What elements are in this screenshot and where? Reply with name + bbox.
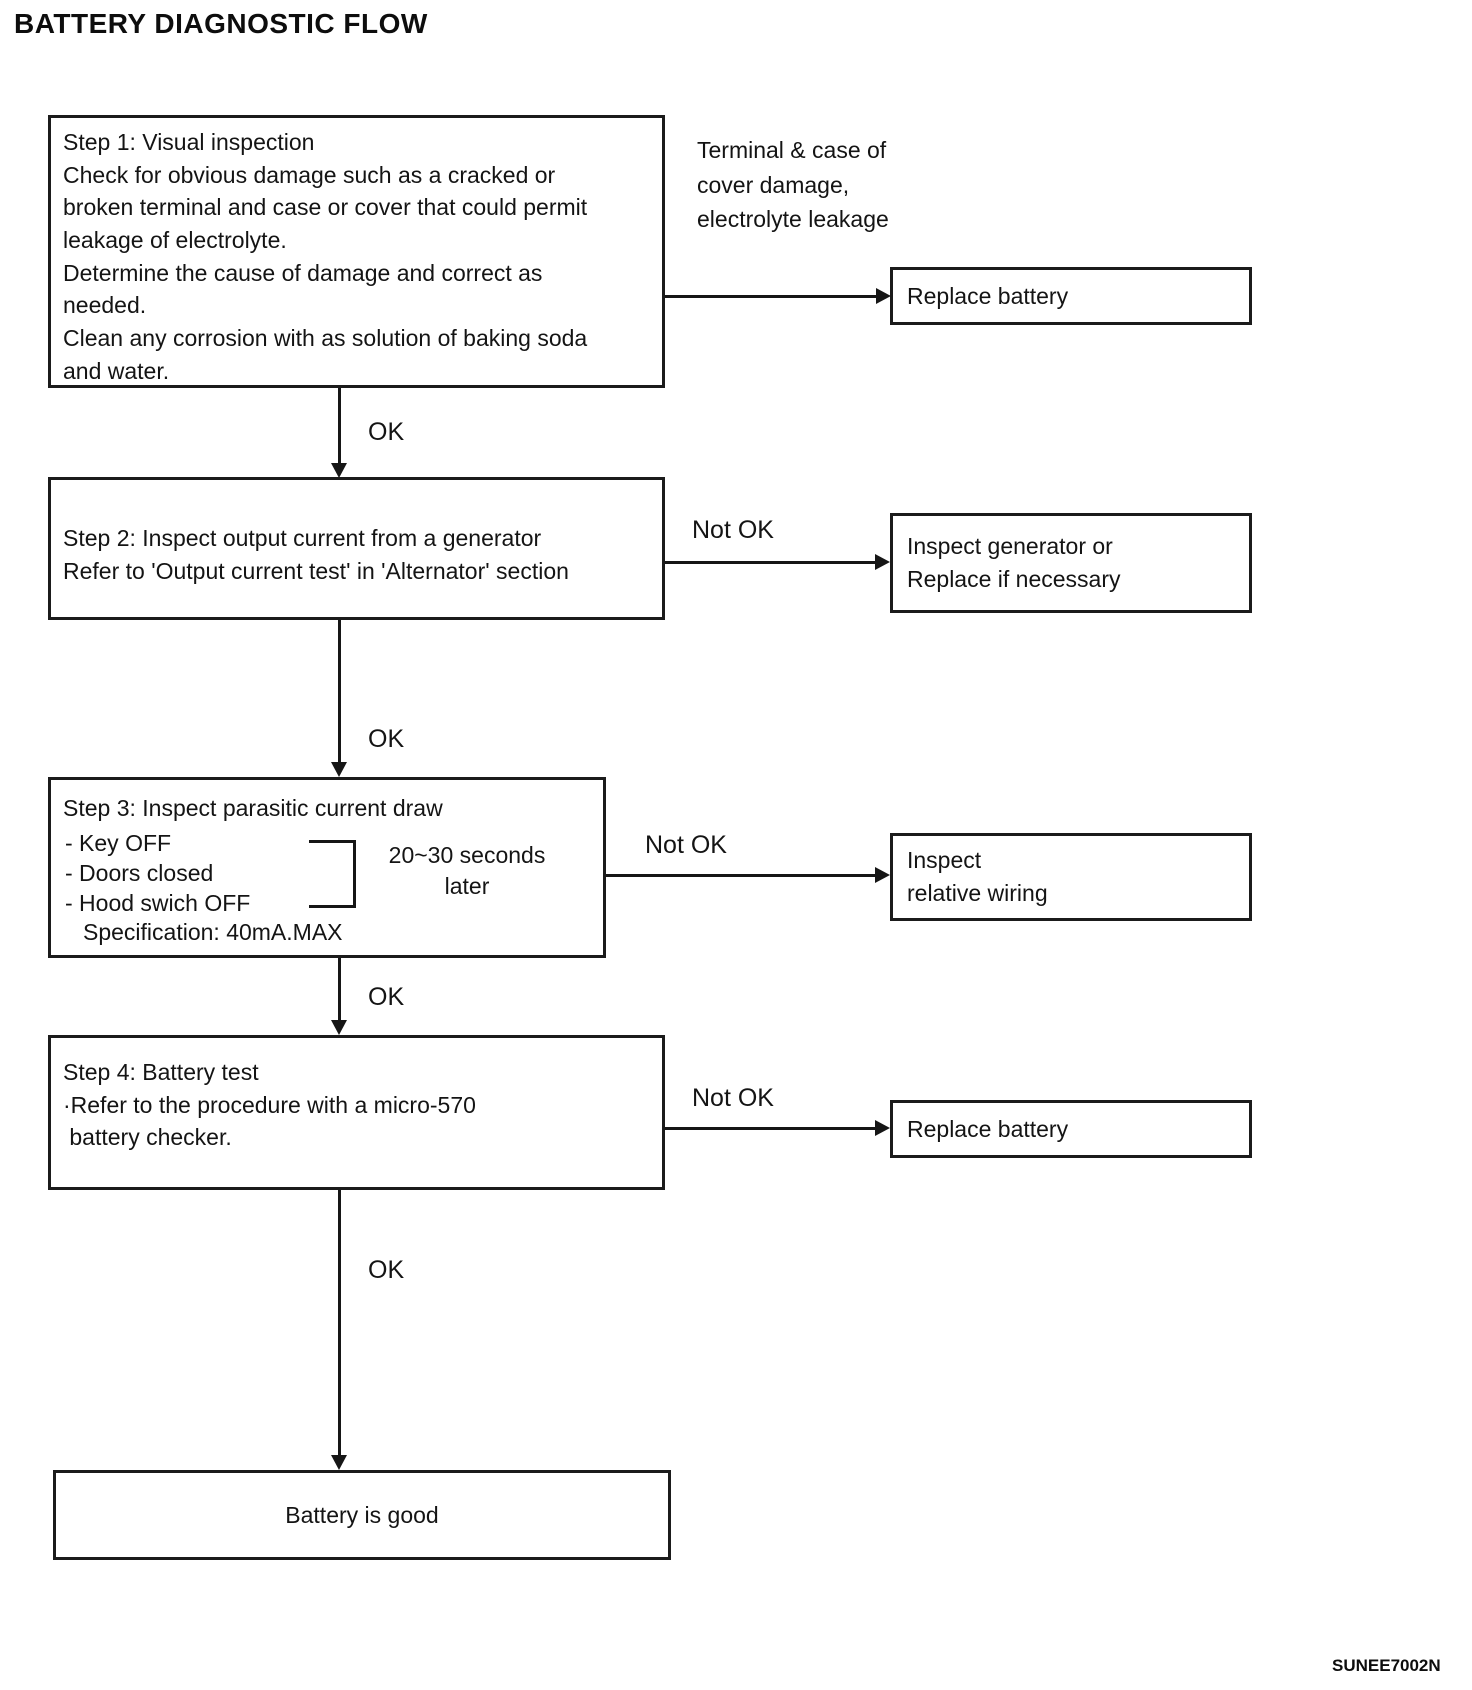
step3-bullet-doors-closed: - Doors closed [65, 860, 214, 886]
step2-output-current-node: Step 2: Inspect output current from a ge… [48, 477, 665, 620]
arrowhead-right-icon [875, 554, 890, 570]
arrow-step2-to-inspect-generator [665, 561, 875, 564]
arrowhead-down-icon [331, 762, 347, 777]
arrowhead-right-icon [876, 288, 891, 304]
step2-text: Step 2: Inspect output current from a ge… [63, 525, 569, 584]
inspect-wiring-node: Inspect relative wiring [890, 833, 1252, 921]
bracket-shape [309, 840, 356, 908]
arrow-step1-ok [338, 388, 341, 464]
ok-label-2: OK [368, 725, 405, 753]
not-ok-label-3: Not OK [692, 1084, 774, 1112]
step1-branch-note: Terminal & case of cover damage, electro… [697, 137, 889, 232]
inspect-wiring-text: Inspect relative wiring [907, 847, 1048, 906]
step4-text: Step 4: Battery test ·Refer to the proce… [63, 1059, 476, 1151]
arrowhead-right-icon [875, 1120, 890, 1136]
step3-bullet-key-off: - Key OFF [65, 830, 172, 856]
arrowhead-down-icon [331, 1020, 347, 1035]
ok-label-3: OK [368, 983, 405, 1011]
arrow-step4-to-replace-battery [665, 1127, 875, 1130]
step3-parasitic-current-node: Step 3: Inspect parasitic current draw -… [48, 777, 606, 958]
replace-battery-1-text: Replace battery [907, 282, 1069, 309]
replace-battery-2-text: Replace battery [907, 1115, 1069, 1142]
replace-battery-node-1: Replace battery [890, 267, 1252, 325]
arrow-step3-ok [338, 958, 341, 1020]
ok-label-1: OK [368, 418, 405, 446]
step4-battery-test-node: Step 4: Battery test ·Refer to the proce… [48, 1035, 665, 1190]
arrow-step4-ok [338, 1190, 341, 1455]
figure-code: SUNEE7002N [1332, 1656, 1441, 1675]
not-ok-label-2: Not OK [645, 831, 727, 859]
step3-specification: Specification: 40mA.MAX [83, 919, 343, 945]
arrow-step3-to-inspect-wiring [606, 874, 875, 877]
arrow-step2-ok [338, 620, 341, 762]
arrowhead-down-icon [331, 463, 347, 478]
arrowhead-down-icon [331, 1455, 347, 1470]
step3-bullet-hood-switch-off: - Hood swich OFF [65, 890, 251, 916]
arrow-step1-to-replace-battery [665, 295, 877, 298]
arrowhead-right-icon [875, 867, 890, 883]
step3-conditions: - Key OFF - Doors closed - Hood swich OF… [65, 828, 250, 918]
step1-text: Step 1: Visual inspection Check for obvi… [63, 129, 588, 384]
step1-visual-inspection-node: Step 1: Visual inspection Check for obvi… [48, 115, 665, 388]
battery-good-node: Battery is good [53, 1470, 671, 1560]
inspect-generator-text: Inspect generator or Replace if necessar… [907, 533, 1121, 592]
inspect-generator-node: Inspect generator or Replace if necessar… [890, 513, 1252, 613]
replace-battery-node-2: Replace battery [890, 1100, 1252, 1158]
page-title: BATTERY DIAGNOSTIC FLOW [14, 8, 428, 39]
step3-title: Step 3: Inspect parasitic current draw [63, 795, 443, 821]
battery-good-text: Battery is good [285, 1501, 439, 1528]
ok-label-4: OK [368, 1256, 405, 1284]
step3-timing-note: 20~30 seconds later [388, 842, 546, 899]
not-ok-label-1: Not OK [692, 516, 774, 544]
